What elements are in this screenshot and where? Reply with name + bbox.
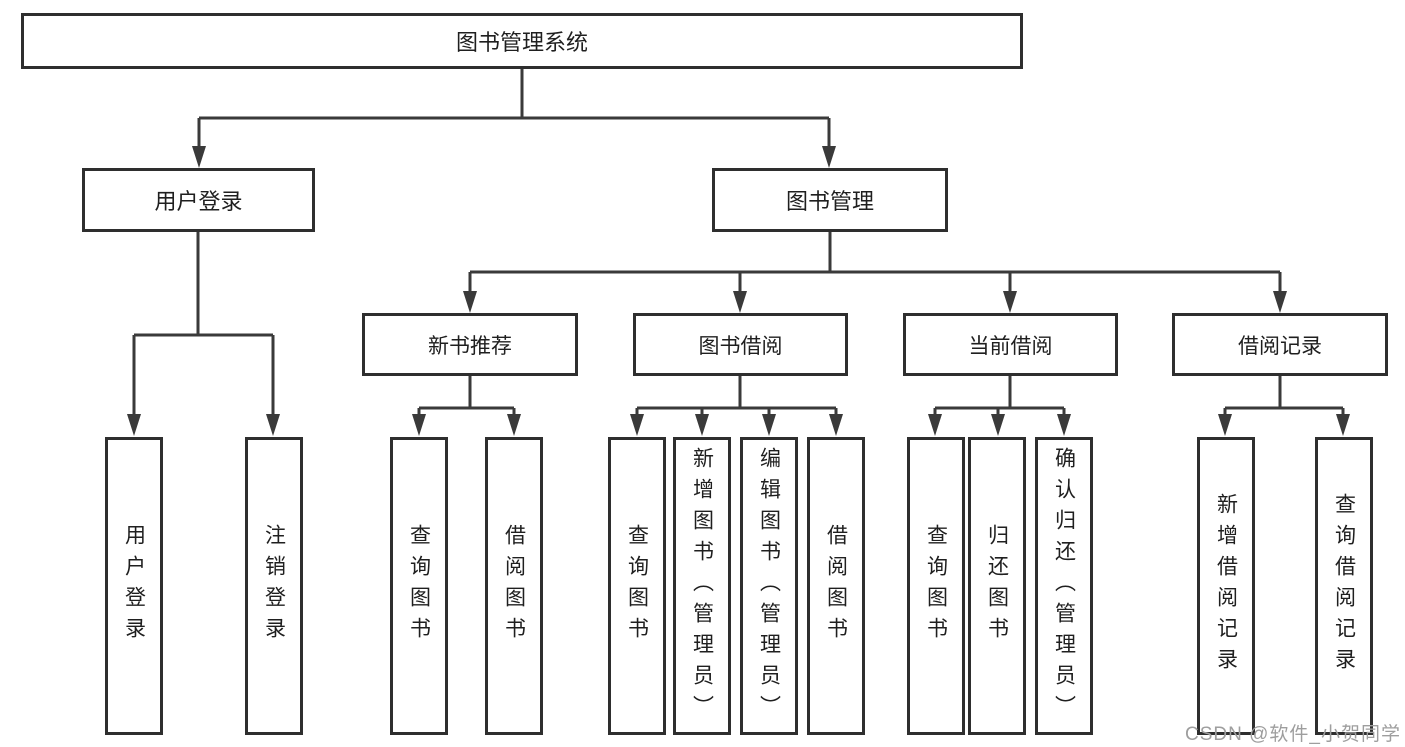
- leaf-confirm-return-admin: 确认归还（管理员）: [1035, 437, 1093, 735]
- connector-lines: [635, 376, 838, 417]
- leaf-label: 新增借阅记录: [1214, 493, 1238, 679]
- node-current-borrow: 当前借阅: [903, 313, 1118, 376]
- node-new-book-recommend: 新书推荐: [362, 313, 578, 376]
- connector-lines: [417, 376, 516, 417]
- connector-lines: [468, 232, 1282, 293]
- arrowhead-icon: [412, 414, 521, 436]
- connector-lines: [132, 232, 275, 417]
- connector-book-management-to-groups: [463, 232, 1287, 313]
- node-user-login-branch: 用户登录: [82, 168, 315, 232]
- leaf-newbook-query-books: 查询图书: [390, 437, 448, 735]
- connector-user-login-to-leaves: [127, 232, 280, 436]
- leaf-label: 查询图书: [924, 524, 948, 648]
- connector-root-to-branches: [192, 69, 836, 168]
- node-library-system: 图书管理系统: [21, 13, 1023, 69]
- arrowhead-icon: [192, 146, 836, 168]
- leaf-current-query-books: 查询图书: [907, 437, 965, 735]
- arrowhead-icon: [127, 414, 280, 436]
- node-book-borrow: 图书借阅: [633, 313, 848, 376]
- leaf-label: 用户登录: [122, 524, 146, 648]
- leaf-label: 查询图书: [407, 524, 431, 648]
- arrowhead-icon: [463, 291, 1287, 313]
- leaf-label: 借阅图书: [824, 524, 848, 648]
- connector-current-borrow-to-leaves: [928, 376, 1071, 436]
- leaf-label: 确认归还（管理员）: [1052, 446, 1076, 726]
- leaf-newbook-borrow-books: 借阅图书: [485, 437, 543, 735]
- leaf-edit-books-admin: 编辑图书（管理员）: [740, 437, 798, 735]
- leaf-label: 借阅图书: [502, 524, 526, 648]
- leaf-borrow-books: 借阅图书: [807, 437, 865, 735]
- connector-book-borrow-to-leaves: [630, 376, 843, 436]
- node-book-management-branch: 图书管理: [712, 168, 948, 232]
- arrowhead-icon: [630, 414, 843, 436]
- leaf-borrow-query-books: 查询图书: [608, 437, 666, 735]
- leaf-label: 注销登录: [262, 524, 286, 648]
- node-borrow-record: 借阅记录: [1172, 313, 1388, 376]
- connector-lines: [933, 376, 1066, 417]
- leaf-label: 查询借阅记录: [1332, 493, 1356, 679]
- leaf-return-books: 归还图书: [968, 437, 1026, 735]
- leaf-add-books-admin: 新增图书（管理员）: [673, 437, 731, 735]
- connector-new-book-to-leaves: [412, 376, 521, 436]
- leaf-logout: 注销登录: [245, 437, 303, 735]
- arrowhead-icon: [1218, 414, 1350, 436]
- leaf-user-login: 用户登录: [105, 437, 163, 735]
- csdn-watermark: CSDN @软件_小贺同学: [1185, 724, 1401, 745]
- arrowhead-icon: [928, 414, 1071, 436]
- leaf-query-borrow-record: 查询借阅记录: [1315, 437, 1373, 735]
- connector-borrow-record-to-leaves: [1218, 376, 1350, 436]
- connector-lines: [197, 69, 831, 148]
- leaf-add-borrow-record: 新增借阅记录: [1197, 437, 1255, 735]
- leaf-label: 新增图书（管理员）: [690, 446, 714, 726]
- leaf-label: 查询图书: [625, 524, 649, 648]
- leaf-label: 归还图书: [985, 524, 1009, 648]
- connector-lines: [1223, 376, 1345, 417]
- leaf-label: 编辑图书（管理员）: [757, 446, 781, 726]
